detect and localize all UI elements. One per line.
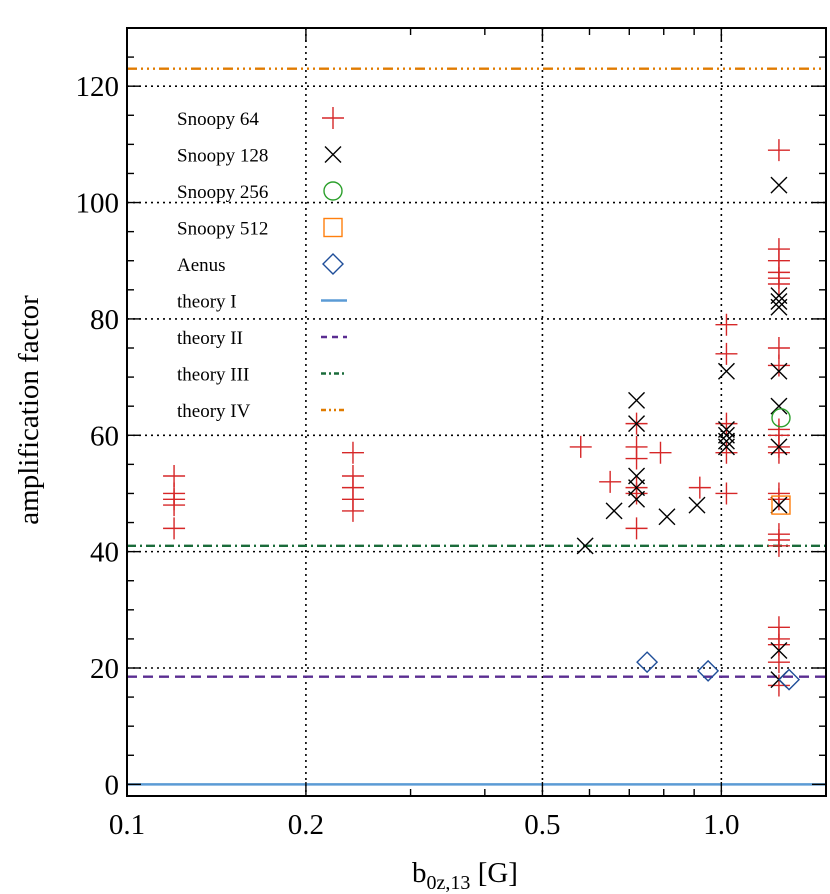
point-plus [625, 517, 648, 540]
point-cross [770, 176, 788, 194]
point-diamond [697, 659, 720, 682]
point-plus [767, 674, 790, 697]
legend-symbol-circle [323, 181, 343, 201]
legend-symbol-cross [324, 146, 342, 163]
point-plus [625, 482, 648, 505]
point-cross [688, 496, 706, 514]
y-tick-label: 20 [90, 653, 119, 685]
point-plus [767, 273, 790, 295]
point-plus [625, 447, 648, 470]
point-plus [767, 534, 790, 557]
legend-label: Snoopy 128 [177, 146, 268, 167]
point-plus [341, 499, 364, 522]
y-tick-label: 60 [90, 420, 119, 452]
x-tick-label: 0.2 [288, 809, 324, 841]
point-plus [599, 470, 622, 493]
theory-lines [127, 67, 826, 786]
y-tick-label: 0 [105, 769, 120, 801]
point-cross [628, 490, 646, 508]
legend-symbol-diamond [322, 253, 344, 275]
point-plus [163, 494, 186, 517]
y-tick-label: 40 [90, 537, 119, 569]
point-square [771, 495, 791, 515]
y-tick-label: 120 [76, 71, 120, 103]
point-cross [770, 438, 788, 456]
point-cross [770, 362, 788, 380]
point-cross [628, 415, 646, 433]
point-cross [658, 508, 676, 526]
point-plus [767, 651, 790, 674]
point-plus [715, 342, 738, 365]
point-plus [715, 441, 738, 464]
point-cross [717, 362, 735, 380]
point-plus [715, 313, 738, 336]
x-axis-label-subscript: 0z,13 [427, 872, 471, 894]
x-tick-label: 0.5 [524, 809, 560, 841]
point-plus [715, 482, 738, 505]
point-cross [770, 292, 788, 310]
legend-label: theory I [177, 292, 237, 313]
point-plus [767, 139, 790, 162]
x-tick-label: 1.0 [703, 809, 739, 841]
y-axis-label: amplification factor [13, 295, 45, 525]
point-plus [767, 488, 790, 511]
point-cross [605, 502, 623, 520]
plot-frame [126, 27, 827, 797]
y-tick-label: 100 [76, 188, 120, 220]
point-cross [717, 432, 735, 450]
point-plus [767, 441, 790, 464]
legend-symbol-square [323, 217, 343, 238]
point-plus [341, 441, 364, 464]
point-plus [569, 435, 592, 458]
point-plus [715, 412, 738, 435]
legend-label: theory III [177, 365, 249, 386]
legend-label: Snoopy 64 [177, 109, 259, 130]
data-points [163, 139, 801, 697]
legend-label: Snoopy 256 [177, 182, 268, 203]
legend-label: theory IV [177, 401, 251, 422]
point-plus [688, 476, 711, 499]
point-cross [717, 438, 735, 456]
point-plus [649, 441, 672, 464]
x-axis-label: b0z,13 [G] [412, 857, 518, 894]
grid [127, 28, 826, 796]
point-plus [767, 354, 790, 377]
point-circle [771, 408, 791, 428]
x-tick-label: 0.1 [109, 809, 145, 841]
point-cross [770, 298, 788, 316]
point-diamond [636, 651, 659, 674]
point-cross [628, 391, 646, 409]
point-plus [163, 517, 186, 540]
point-cross [770, 496, 788, 514]
legend-symbol-plus [322, 107, 344, 129]
legend-label: Snoopy 512 [177, 219, 268, 240]
point-cross [770, 642, 788, 660]
x-axis-label-base: b [412, 857, 427, 889]
y-tick-label: 80 [90, 304, 119, 336]
point-cross [576, 537, 594, 555]
point-diamond [778, 668, 801, 691]
x-axis-label-unit: [G] [470, 857, 518, 889]
axes: 0 20 40 60 80 100 120 0.1 0.2 0.5 1.0 [76, 27, 827, 841]
legend-label: theory II [177, 328, 243, 349]
point-cross [770, 397, 788, 415]
legend-label: Aenus [177, 255, 226, 276]
